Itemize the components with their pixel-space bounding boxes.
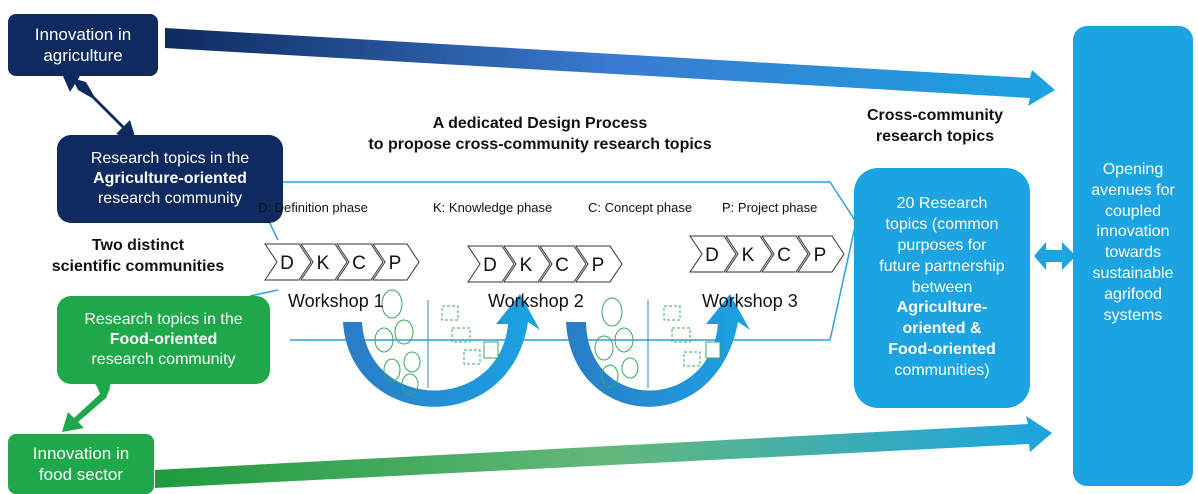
opening-line-2: avenues for bbox=[1091, 181, 1175, 199]
food-research-line-2: Food-oriented bbox=[109, 331, 218, 348]
phase-project: P: Project phase bbox=[722, 200, 818, 215]
chevron-letter-d: D bbox=[483, 255, 497, 276]
twenty-research-topics-box: 20 Research topics (common purposes for … bbox=[854, 168, 1030, 408]
top-gradient-arrow bbox=[165, 28, 1055, 106]
topics-line-3: purposes for bbox=[897, 237, 987, 254]
chevron-d bbox=[689, 235, 737, 273]
design-process-line-2: to propose cross-community research topi… bbox=[368, 135, 712, 153]
topics-line-2: topics (common bbox=[885, 216, 999, 234]
workshop-2-label: Workshop 2 bbox=[488, 291, 584, 311]
innovation-agriculture-box: Innovation in agriculture bbox=[8, 14, 158, 76]
cross-community-label: Cross-community research topics bbox=[840, 106, 1030, 148]
innovation-agri-line-2: agriculture bbox=[43, 46, 123, 65]
chevron-d bbox=[264, 243, 312, 281]
workshop-1-sketch bbox=[374, 289, 499, 395]
chevron-letter-k: K bbox=[520, 255, 533, 276]
chevron-letter-d: D bbox=[280, 253, 294, 274]
chevron-letter-d: D bbox=[705, 245, 719, 266]
chevron-letter-c: C bbox=[555, 255, 569, 276]
workshop-2-sketch bbox=[594, 297, 721, 388]
two-distinct-line-1: Two distinct bbox=[91, 237, 185, 254]
bottom-gradient-arrow bbox=[155, 416, 1052, 488]
chevron-p bbox=[372, 243, 420, 281]
design-process-line-1: A dedicated Design Process bbox=[432, 115, 648, 132]
chevron-letter-c: C bbox=[352, 253, 366, 274]
chevron-letter-p: P bbox=[389, 253, 402, 274]
topics-line-4: future partnership bbox=[879, 257, 1005, 275]
chevron-p bbox=[797, 235, 845, 273]
opening-line-7: agrifood bbox=[1104, 285, 1162, 303]
chevron-k bbox=[725, 235, 773, 273]
food-double-arrow bbox=[62, 380, 112, 432]
cross-community-line-1: Cross-community bbox=[866, 107, 1004, 124]
chevron-d bbox=[467, 245, 515, 283]
cross-community-line-2: research topics bbox=[875, 127, 995, 145]
food-research-line-3: research community bbox=[91, 351, 236, 368]
topics-line-6: Agriculture- bbox=[896, 299, 988, 317]
chevron-letter-k: K bbox=[742, 245, 755, 266]
innovation-agri-line-1: Innovation in bbox=[34, 24, 132, 44]
opening-line-8: systems bbox=[1103, 306, 1163, 324]
agri-research-line-2: Agriculture-oriented bbox=[93, 170, 247, 187]
two-distinct-label: Two distinct scientific communities bbox=[30, 236, 246, 278]
agri-double-arrow bbox=[62, 74, 136, 140]
chevron-c bbox=[336, 243, 384, 281]
innovation-food-line-1: Innovation in bbox=[32, 443, 130, 463]
opening-line-6: sustainable bbox=[1092, 264, 1174, 282]
two-distinct-line-2: scientific communities bbox=[51, 257, 225, 275]
innovation-food-line-2: food sector bbox=[38, 465, 124, 484]
opening-avenues-box: Opening avenues for coupled innovation t… bbox=[1073, 26, 1193, 486]
innovation-food-box: Innovation in food sector bbox=[8, 434, 154, 494]
opening-line-3: coupled bbox=[1104, 202, 1162, 220]
chevron-letter-k: K bbox=[317, 253, 330, 274]
agri-research-line-1: Research topics in the bbox=[90, 150, 250, 167]
chevron-k bbox=[503, 245, 551, 283]
topics-opening-double-arrow bbox=[1034, 242, 1076, 270]
chevron-letter-c: C bbox=[777, 245, 791, 266]
chevron-c bbox=[761, 235, 809, 273]
agri-research-line-3: research community bbox=[97, 190, 243, 207]
curved-arrow-2 bbox=[566, 294, 750, 407]
opening-line-1: Opening bbox=[1102, 161, 1164, 178]
chevron-k bbox=[300, 243, 348, 281]
topics-line-7: oriented & bbox=[902, 320, 982, 338]
chevron-letter-p: P bbox=[814, 245, 827, 266]
phase-definition: D: Definition phase bbox=[258, 200, 368, 215]
funnel-left-bottom-line bbox=[249, 289, 279, 297]
opening-line-4: innovation bbox=[1096, 223, 1170, 241]
opening-line-5: towards bbox=[1104, 244, 1161, 262]
design-process-title: A dedicated Design Process to propose cr… bbox=[330, 114, 750, 156]
topics-line-8: Food-oriented bbox=[888, 340, 996, 358]
food-research-line-1: Research topics in the bbox=[84, 311, 243, 328]
topics-line-5: between bbox=[911, 278, 973, 296]
chevron-p bbox=[575, 245, 623, 283]
workshop-3-label: Workshop 3 bbox=[702, 291, 798, 311]
chevron-letter-p: P bbox=[592, 255, 605, 276]
phase-knowledge: K: Knowledge phase bbox=[433, 200, 553, 215]
topics-line-9: communities) bbox=[894, 361, 990, 379]
phase-concept: C: Concept phase bbox=[588, 200, 693, 215]
chevron-c bbox=[539, 245, 587, 283]
curved-arrow-1 bbox=[343, 294, 540, 407]
topics-line-1: 20 Research bbox=[896, 195, 988, 213]
workshop-1-label: Workshop 1 bbox=[288, 291, 384, 311]
